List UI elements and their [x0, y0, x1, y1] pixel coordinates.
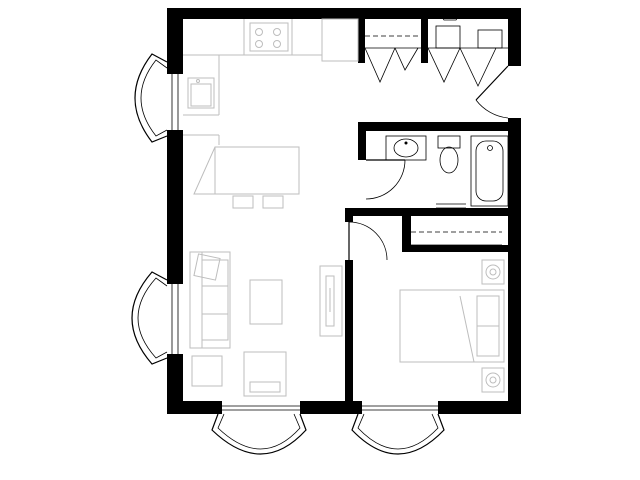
interior-walls: [345, 19, 508, 404]
closets: [365, 13, 508, 246]
bathroom-fixtures: [385, 135, 509, 209]
window-openings: [167, 74, 438, 414]
living-room-furniture: [189, 251, 343, 397]
doors: [348, 47, 509, 261]
kitchen: [183, 18, 359, 209]
bedroom-furniture: [399, 259, 505, 393]
bay-windows: [131, 53, 445, 455]
